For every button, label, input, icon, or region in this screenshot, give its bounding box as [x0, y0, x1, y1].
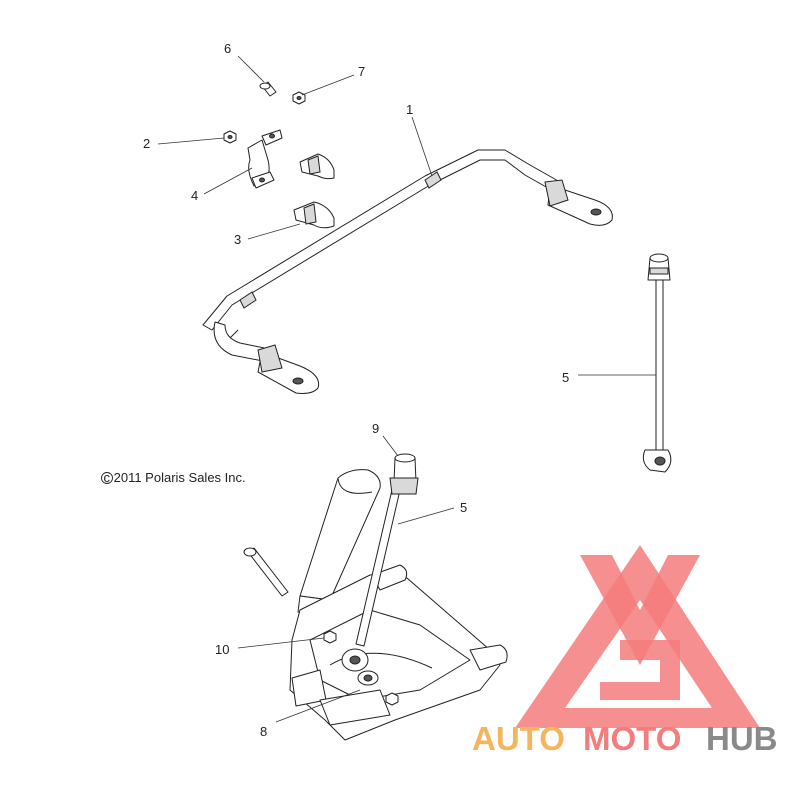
leader-8: [275, 689, 361, 723]
link-rod-right: [642, 253, 672, 473]
leader-3: [247, 223, 301, 240]
callout-5-right: 5: [562, 370, 569, 385]
callout-10: 10: [215, 642, 229, 657]
nut-part-10: [323, 630, 337, 644]
leader-5-lower: [397, 507, 455, 525]
logo-m-shape: [580, 555, 700, 665]
callout-5-lower: 5: [460, 500, 467, 515]
leader-7: [301, 74, 355, 96]
copyright-text: c 2011 Polaris Sales Inc.: [104, 470, 246, 485]
logo-text-auto: AUTO: [472, 720, 565, 757]
callout-3: 3: [234, 232, 241, 247]
callout-7: 7: [358, 64, 365, 79]
callout-8: 8: [260, 724, 267, 739]
link-rod-lower: [341, 453, 419, 672]
copyright-notice: c 2011 Polaris Sales Inc.: [101, 470, 246, 485]
logo-text-moto: MOTO: [583, 720, 681, 757]
copyright-circle-icon: [101, 472, 113, 484]
leader-lines: [157, 55, 656, 723]
nut-part-7: [292, 91, 306, 105]
callout-1: 1: [406, 102, 413, 117]
logo-g-shape: [600, 640, 680, 700]
nut-part-8: [385, 692, 399, 706]
leader-4: [203, 167, 253, 195]
callout-labels: 1 2 3 4 5 5 6 7 8 9 10: [143, 41, 569, 739]
stabilizer-bar: [202, 149, 613, 394]
callout-4: 4: [191, 188, 198, 203]
bushing-upper: [299, 153, 335, 180]
callout-6: 6: [224, 41, 231, 56]
leader-1: [411, 116, 433, 177]
nut-part-2: [223, 130, 237, 144]
logo-text-hub: HUB: [706, 720, 778, 757]
callout-2: 2: [143, 136, 150, 151]
bolt-long: [243, 547, 289, 597]
leader-9: [382, 435, 399, 457]
leader-2: [157, 137, 225, 145]
bushing-lower: [293, 201, 335, 229]
callout-9: 9: [372, 421, 379, 436]
watermark-logo: AUTO MOTO HUB: [472, 545, 778, 757]
leader-10: [237, 637, 325, 649]
screw-part-6: [259, 81, 277, 97]
leader-6: [237, 55, 265, 83]
clamp-bracket: [247, 129, 283, 189]
